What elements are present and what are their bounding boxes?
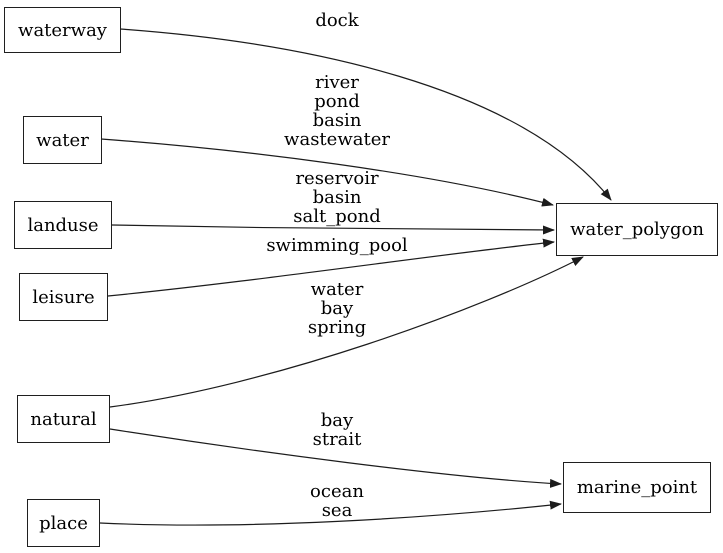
edge-natural-marine-point (109, 428, 562, 488)
node-natural: natural (17, 395, 110, 443)
edge-label-line: ocean (310, 481, 364, 502)
edge-label-ocean-sea: ocean sea (310, 482, 364, 520)
edge-label-line: dock (315, 10, 359, 31)
edge-label-line: swimming_pool (266, 235, 408, 256)
node-natural-label: natural (30, 408, 97, 430)
edge-landuse-water-polygon (111, 224, 555, 235)
node-marine-point-label: marine_point (576, 477, 698, 498)
node-water: water (23, 116, 102, 164)
edge-label-line: bay (320, 410, 354, 431)
node-landuse-label: landuse (27, 214, 99, 236)
edge-label-dock: dock (315, 11, 358, 30)
edge-label-line: spring (307, 317, 367, 338)
node-waterway: waterway (4, 7, 121, 53)
edge-label-reservoir-basin-salt-pond: reservoir basin salt_pond (293, 169, 380, 226)
node-place: place (27, 499, 100, 547)
edge-label-bay-strait: bay strait (313, 411, 362, 449)
node-marine-point: marine_point (563, 462, 711, 513)
edge-waterway-water-polygon (119, 28, 612, 201)
node-place-label: place (39, 512, 88, 534)
edge-label-line: sea (321, 500, 353, 521)
node-water-polygon-label: water_polygon (570, 219, 704, 240)
node-leisure-label: leisure (32, 286, 95, 308)
node-leisure: leisure (19, 273, 108, 321)
edge-leisure-water-polygon (107, 238, 555, 297)
node-waterway-label: waterway (18, 19, 107, 41)
edge-water-water-polygon (100, 138, 554, 207)
edge-label-line: salt_pond (293, 206, 381, 227)
node-landuse: landuse (14, 201, 112, 249)
edge-label-line: reservoir (295, 168, 379, 189)
edge-label-water-bay-spring: water bay spring (308, 280, 366, 337)
edge-place-marine-point (99, 500, 562, 526)
edge-label-line: bay (320, 298, 354, 319)
node-water-polygon: water_polygon (556, 203, 718, 256)
edge-label-river-pond-basin-wastewater: river pond basin wastewater (284, 73, 390, 149)
edge-label-line: pond (314, 91, 360, 112)
node-water-label: water (36, 129, 89, 151)
edge-label-swimming-pool: swimming_pool (266, 236, 407, 255)
edge-natural-water-polygon (109, 256, 584, 408)
edge-label-line: basin (312, 187, 362, 208)
edge-label-line: basin (312, 110, 362, 131)
edge-label-line: strait (312, 429, 362, 450)
edge-label-line: river (315, 72, 359, 93)
edge-label-line: water (310, 279, 364, 300)
edge-label-line: wastewater (284, 129, 390, 150)
